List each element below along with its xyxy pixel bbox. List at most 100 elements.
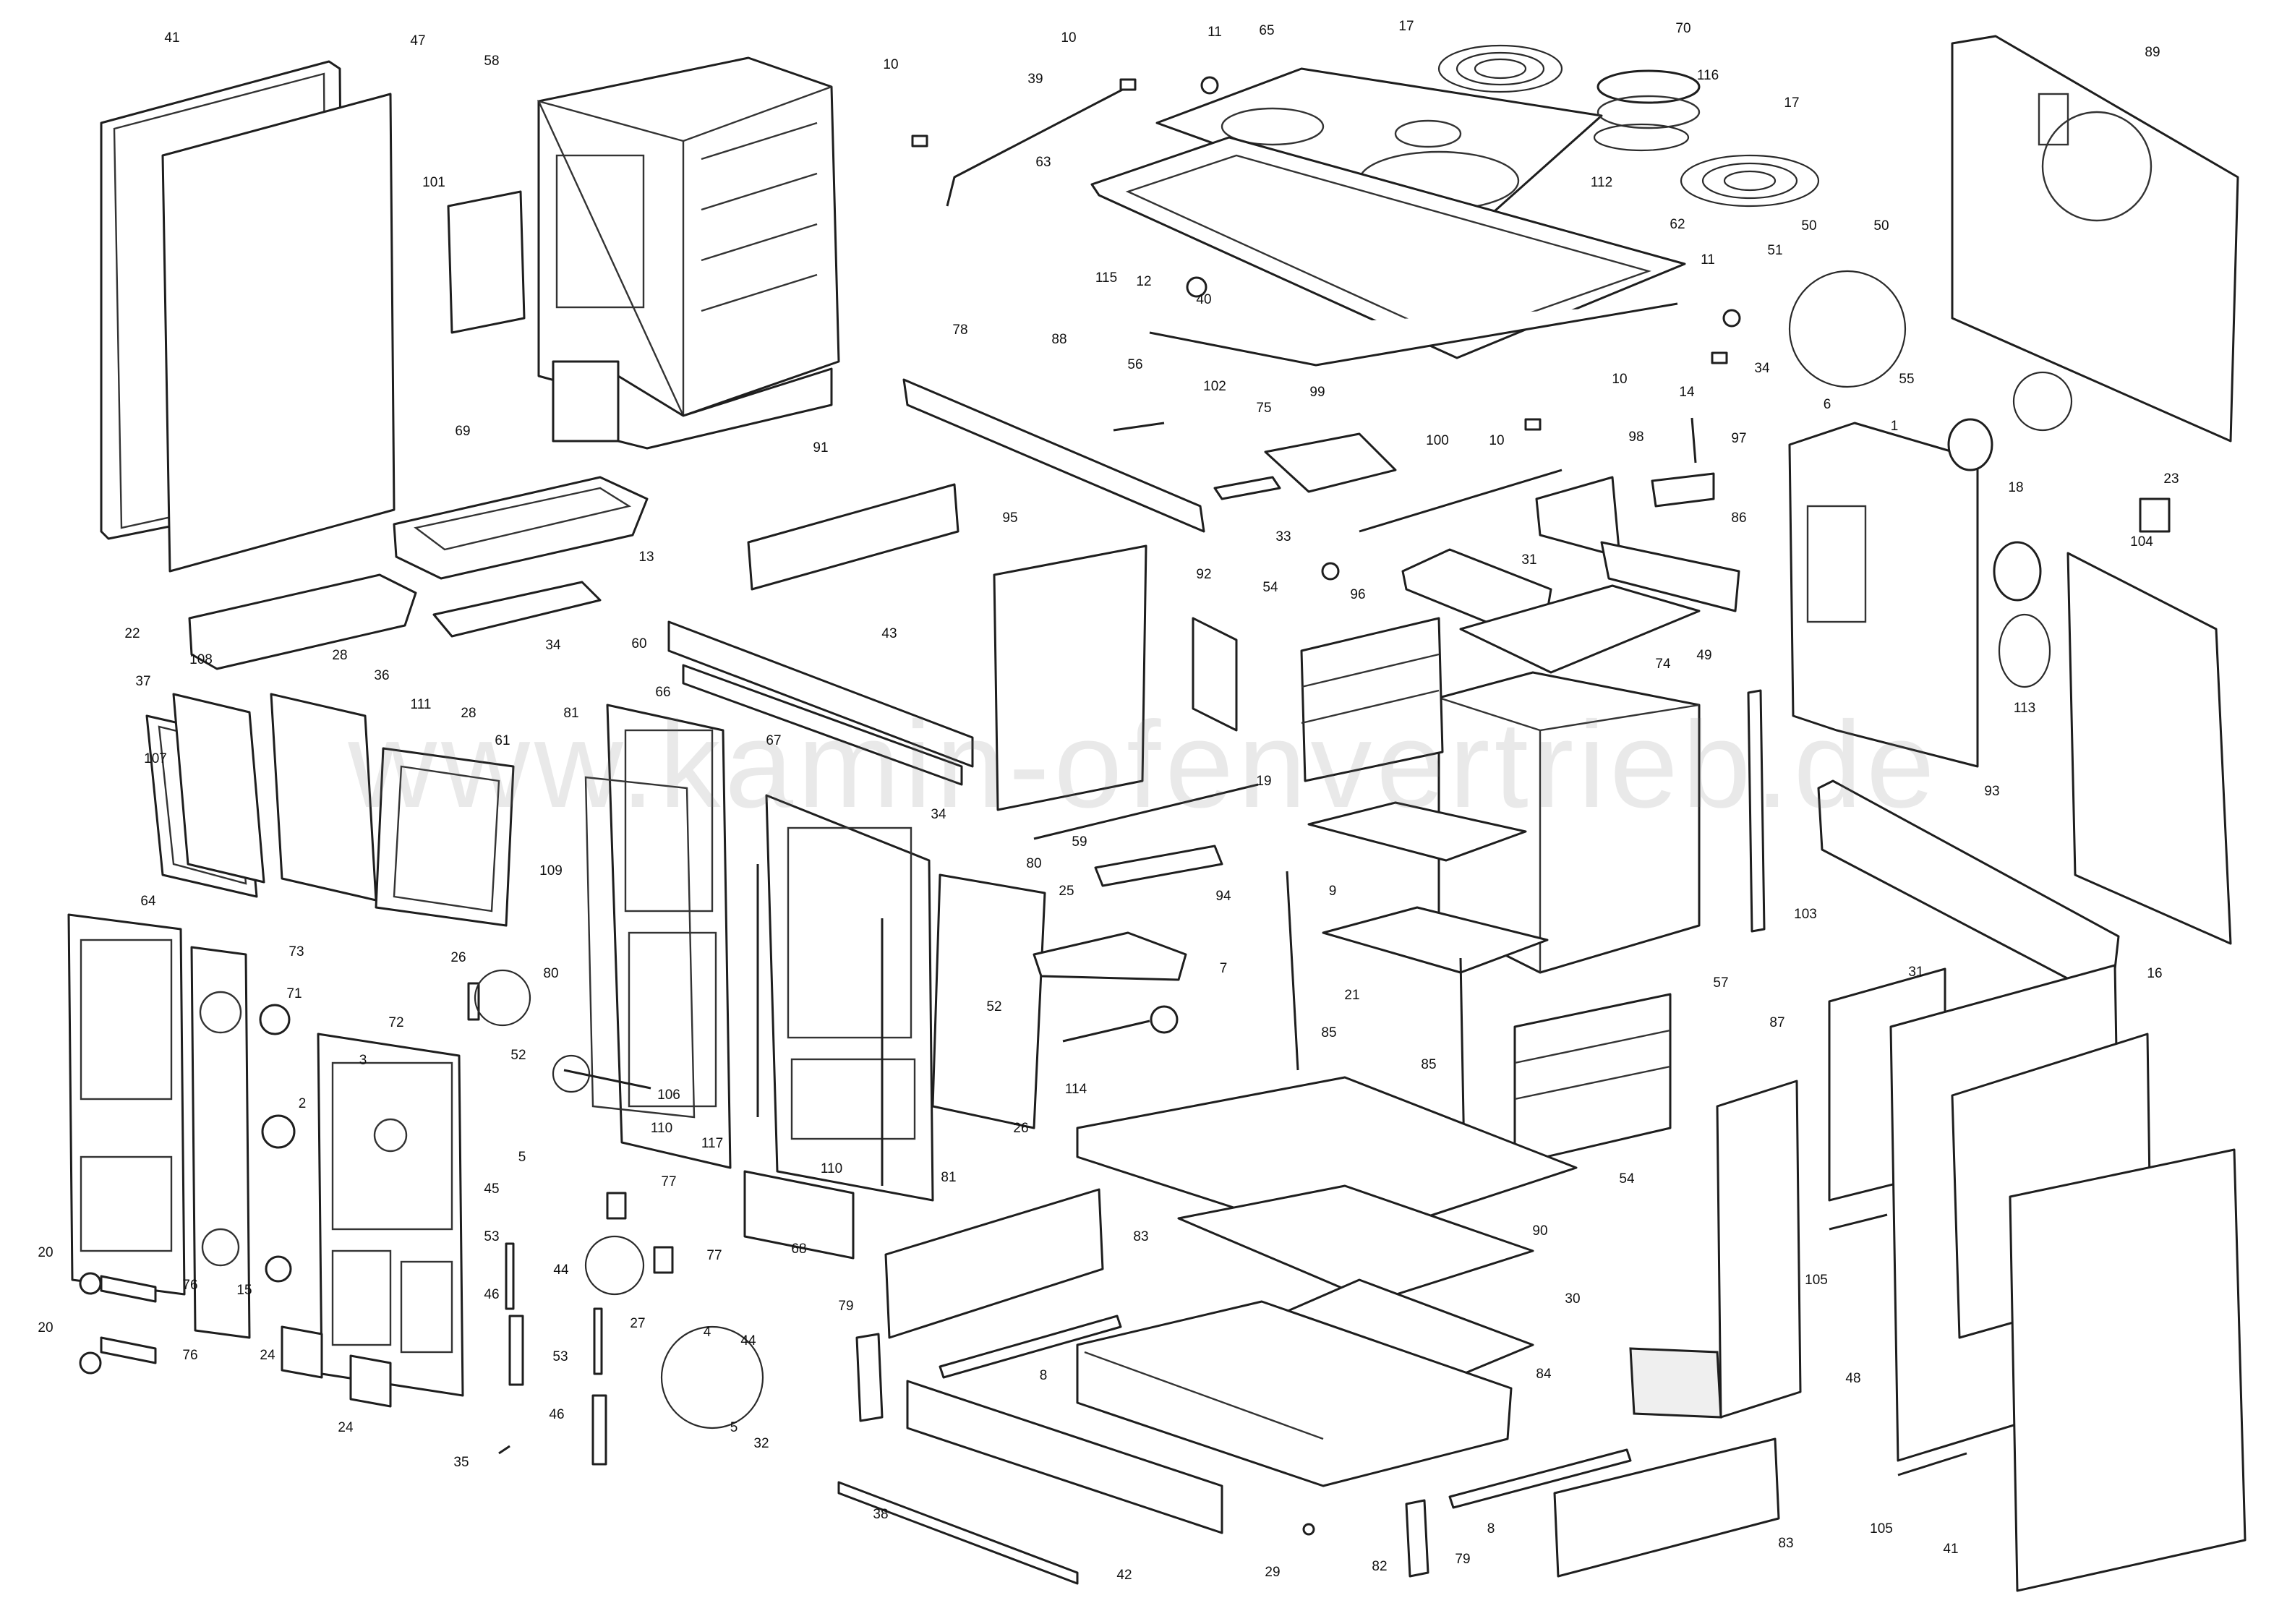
cover-1 <box>1947 418 1993 471</box>
rail-42 <box>906 1380 1223 1534</box>
callout-label: 31 <box>1908 965 1923 980</box>
knob-71 <box>259 1004 291 1035</box>
callout-label: 80 <box>543 966 558 981</box>
callout-label: 95 <box>1002 510 1017 526</box>
door-frame-67 <box>765 794 934 1202</box>
heat-shield-plate <box>447 190 526 334</box>
callout-label: 93 <box>1984 784 1999 799</box>
callout-label: 34 <box>931 807 946 822</box>
base-frame-82 <box>1076 1300 1513 1487</box>
callout-label: 55 <box>1899 372 1914 387</box>
back-panel-89 <box>1951 35 2239 443</box>
callout-label: 46 <box>484 1287 499 1302</box>
gasket-116 <box>1593 123 1690 152</box>
callout-label: 7 <box>1220 961 1228 976</box>
callout-label: 116 <box>1697 68 1719 83</box>
callout-label: 81 <box>941 1170 956 1185</box>
board-30 <box>1177 1184 1534 1303</box>
rod-100 <box>1359 469 1563 533</box>
callout-label: 69 <box>455 424 470 439</box>
callout-label: 77 <box>661 1174 676 1189</box>
callout-label: 17 <box>1398 19 1414 34</box>
callout-label: 13 <box>638 550 654 565</box>
callout-label: 28 <box>332 648 347 663</box>
rod-53b <box>593 1307 603 1375</box>
callout-label: 44 <box>553 1262 569 1278</box>
sleeve-46a <box>508 1315 524 1386</box>
callout-label: 3 <box>359 1053 367 1068</box>
knob-2 <box>261 1114 296 1149</box>
callout-label: 65 <box>1259 23 1274 38</box>
panel-87 <box>1629 1080 1802 1419</box>
oven-box-74 <box>1437 671 1701 974</box>
callout-label: 74 <box>1655 657 1671 672</box>
glass-pane-1 <box>172 693 265 884</box>
callout-label: 8 <box>1487 1521 1495 1537</box>
bracket-86 <box>1600 541 1740 612</box>
bracket-77a <box>606 1192 627 1220</box>
callout-label: 99 <box>1309 385 1325 400</box>
panel-104 <box>2066 552 2232 945</box>
hinge-detail-circle <box>474 969 764 1429</box>
callout-label: 11 <box>1701 252 1715 268</box>
badge-76a <box>100 1275 157 1303</box>
callout-label: 50 <box>1873 218 1889 234</box>
callout-label: 90 <box>1532 1223 1547 1239</box>
burner-ring-17a <box>1437 44 1563 93</box>
bracket-97 <box>1651 472 1715 508</box>
callout-label: 59 <box>1072 834 1087 850</box>
rail-8-left <box>939 1315 1122 1379</box>
callout-label: 105 <box>1805 1273 1828 1288</box>
strip-105a <box>1829 1213 1888 1231</box>
control-strip-73 <box>190 946 251 1339</box>
rail-8-right <box>1448 1448 1632 1509</box>
callout-label: 66 <box>655 685 670 700</box>
grill-31 <box>1459 584 1701 674</box>
rack-54-upper <box>1300 617 1444 782</box>
strip-38 <box>837 1481 1079 1585</box>
insulation-panel-left <box>161 93 396 573</box>
rail-83-left <box>884 1188 1104 1339</box>
callout-label: 63 <box>1035 155 1051 170</box>
callout-label: 52 <box>986 999 1001 1014</box>
callout-label: 98 <box>1628 429 1643 445</box>
callout-label: 52 <box>510 1048 526 1063</box>
callout-label: 54 <box>1262 580 1278 595</box>
knob-20b <box>79 1351 102 1375</box>
callout-label: 22 <box>124 626 140 641</box>
rail-83-right <box>1553 1437 1780 1578</box>
callout-label: 10 <box>1489 433 1504 448</box>
callout-label: 20 <box>38 1320 53 1335</box>
rail-40 <box>1149 302 1678 367</box>
callout-label: 85 <box>1321 1025 1336 1040</box>
panel-49 <box>1788 422 1979 768</box>
callout-label: 101 <box>422 175 445 190</box>
valve-detail-circle <box>1788 270 2073 432</box>
callout-label: 36 <box>374 668 389 683</box>
glass-frame-3 <box>375 747 515 927</box>
knob-20a <box>79 1272 102 1295</box>
screw-29 <box>1302 1523 1315 1536</box>
callout-label: 91 <box>813 440 828 456</box>
firebox-frame <box>537 56 840 450</box>
callout-label: 103 <box>1794 907 1817 922</box>
sleeve-46b <box>591 1394 607 1466</box>
ring-70 <box>1596 69 1701 129</box>
callout-label: 97 <box>1731 431 1746 446</box>
callout-label: 29 <box>1265 1565 1280 1580</box>
callout-label: 8 <box>1040 1368 1048 1383</box>
callout-label: 11 <box>1207 25 1222 40</box>
rod-53 <box>505 1242 515 1310</box>
oven-door-72 <box>317 1033 464 1397</box>
gasket-109 <box>584 776 696 1119</box>
grate-tray <box>393 476 649 580</box>
callout-label: 60 <box>631 636 646 651</box>
rod-14 <box>1690 417 1697 463</box>
callout-label: 109 <box>539 863 563 879</box>
callout-label: 75 <box>1256 401 1271 416</box>
strip-105b <box>1897 1452 1967 1476</box>
callout-label: 47 <box>410 33 425 48</box>
callout-label: 16 <box>2147 966 2162 981</box>
callout-label: 10 <box>1612 372 1627 387</box>
